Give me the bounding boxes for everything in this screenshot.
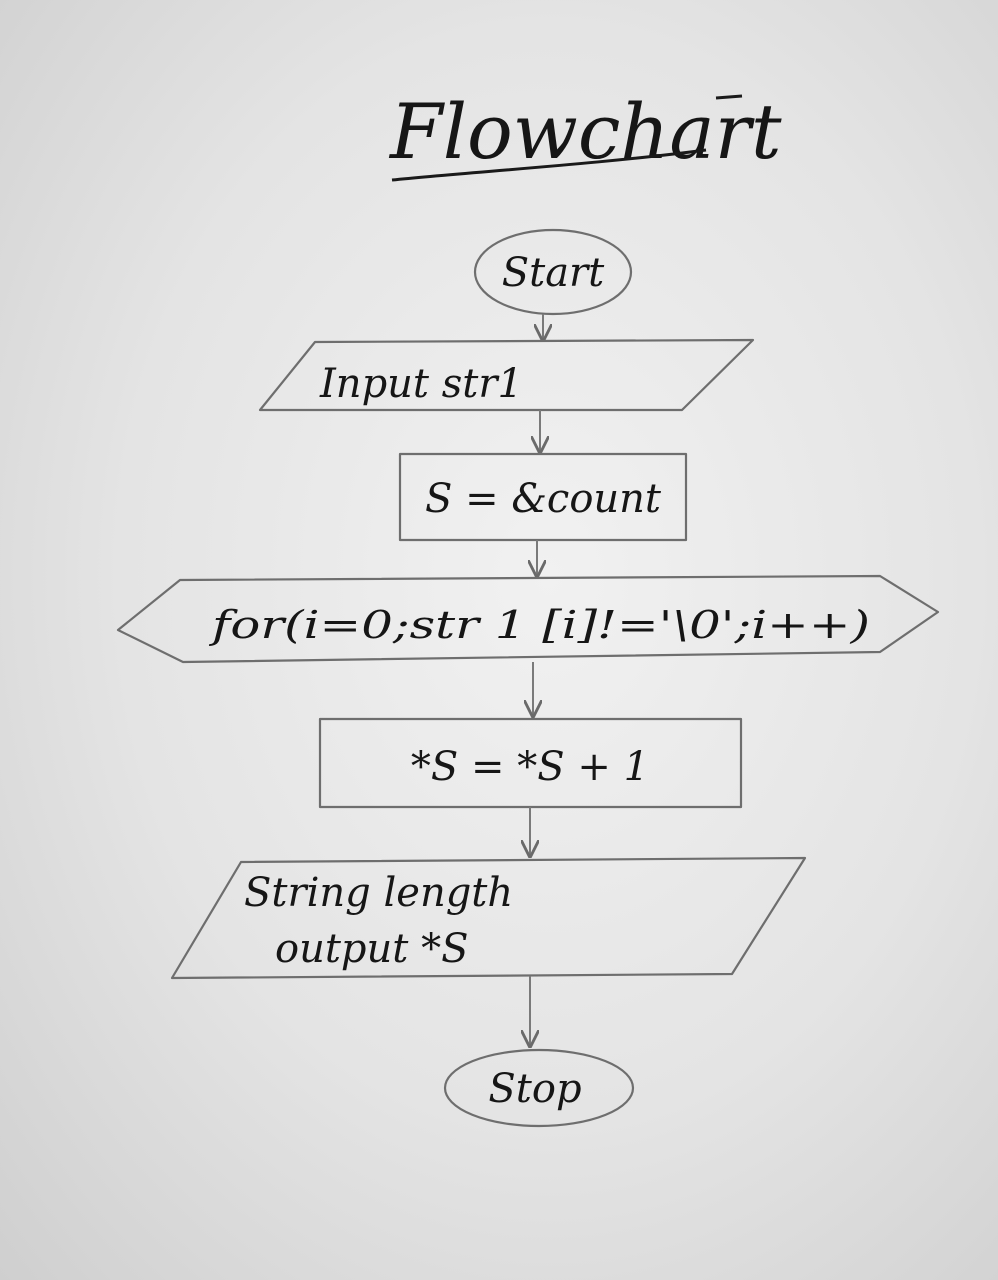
title-underline [391,148,707,182]
stop-label: Stop [488,1066,581,1112]
increment-label: *S = *S + 1 [411,744,649,790]
input-parallelogram [258,338,755,412]
loop-label: for(i=0;str 1 [i]!='\0';i++) [208,603,870,647]
loop-hexagon [116,574,940,664]
output-label-line2: output *S [275,926,468,972]
start-terminator [473,228,633,316]
stop-terminator [443,1048,635,1128]
page-title: Flowchart [388,87,782,176]
title-dash [715,94,743,100]
start-label: Start [502,250,605,296]
assign-process-box [398,452,688,542]
input-label: Input str1 [319,361,523,407]
output-label-line1: String length [244,870,513,916]
output-parallelogram [170,856,807,980]
assign-label: S = &count [425,476,662,522]
